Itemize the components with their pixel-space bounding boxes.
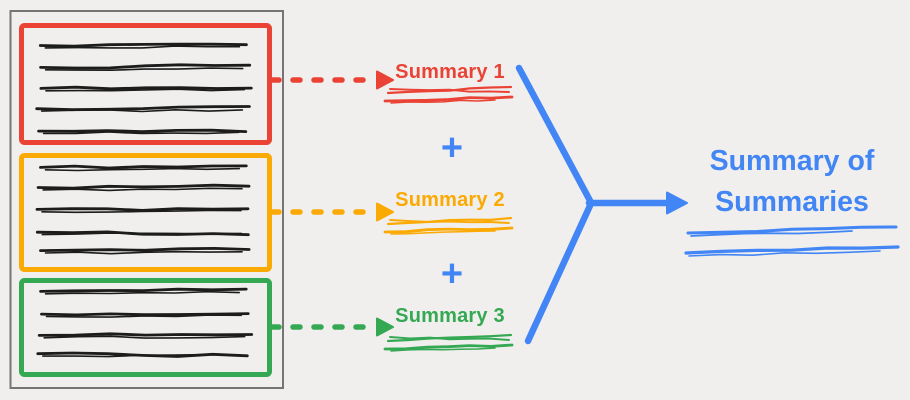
- document-box-green: [19, 278, 272, 377]
- scribble-stroke: [389, 88, 510, 93]
- scribble-stroke: [389, 336, 510, 341]
- scribble-stroke: [686, 225, 898, 235]
- scribble-stroke: [45, 314, 242, 318]
- scribble-stroke: [390, 230, 496, 235]
- result-underline-scribble: [684, 225, 900, 257]
- document-boxes: [19, 23, 272, 377]
- dashed-summary-arrows: [269, 70, 394, 337]
- scribble-stroke: [44, 167, 241, 172]
- scribble-stroke: [44, 250, 243, 255]
- scribble-stroke: [37, 128, 248, 133]
- source-documents-container-box: [9, 10, 284, 389]
- summary-underline-scribble-2: [383, 216, 514, 235]
- merge-line-bottom: [524, 200, 595, 345]
- summary-underline-scribble-3: [383, 333, 514, 352]
- scribble-stroke: [386, 85, 513, 95]
- dashed-arrow-red: [269, 70, 394, 90]
- scribble-stroke: [41, 232, 243, 236]
- summary-underline-scribble-1: [383, 85, 514, 104]
- scribble-stroke: [40, 312, 250, 317]
- arrowhead: [376, 317, 394, 337]
- merge-connector: [515, 64, 688, 345]
- scribble-stroke: [690, 230, 853, 237]
- document-box-red: [19, 23, 272, 145]
- summary-2-label: Summary 2: [395, 189, 505, 211]
- scribble-stroke: [40, 109, 244, 113]
- arrowhead: [376, 70, 394, 90]
- document-border-red: [19, 23, 272, 145]
- scribble-stroke: [684, 245, 900, 255]
- summary-3-label: Summary 3: [395, 305, 505, 327]
- scribble-stroke: [42, 131, 240, 135]
- scribble-stroke: [44, 290, 240, 295]
- scribble-stroke: [42, 353, 242, 358]
- scribble-stroke: [39, 287, 248, 293]
- scribble-stroke: [383, 343, 514, 351]
- plus-sign-1: +: [440, 127, 464, 169]
- merge-line-top: [515, 64, 595, 206]
- arrowhead: [376, 202, 394, 222]
- scribble-stroke: [41, 209, 242, 214]
- scribble-stroke: [39, 164, 248, 170]
- scribble-stroke: [390, 347, 496, 352]
- scribble-stroke: [39, 63, 252, 70]
- scribble-stroke: [43, 335, 246, 339]
- scribble-stroke: [35, 105, 251, 112]
- dashed-arrow-green: [269, 317, 394, 337]
- summary-scribbles: [383, 85, 514, 352]
- scribble-stroke: [44, 45, 241, 49]
- scribble-stroke: [389, 219, 510, 224]
- plus-sign-2: +: [440, 253, 464, 295]
- handwritten-text-lines: [35, 164, 251, 255]
- scribble-stroke: [42, 187, 243, 192]
- summary-1-label: Summary 1: [395, 61, 505, 83]
- scribble-stroke: [39, 85, 253, 91]
- handwritten-text-lines: [35, 42, 253, 135]
- scribble-stroke: [39, 247, 251, 252]
- dashed-arrow-orange: [269, 202, 394, 222]
- scribble-stroke: [688, 250, 881, 257]
- document-border-green: [19, 278, 272, 377]
- scribble-stroke: [45, 88, 246, 92]
- scribble-stroke: [383, 95, 514, 103]
- result-label: Summary of Summaries: [709, 145, 875, 218]
- scribble-stroke: [386, 333, 513, 343]
- scribble-stroke: [36, 183, 251, 190]
- scribble-stroke: [383, 226, 514, 234]
- scribble-stroke: [35, 207, 250, 212]
- arrowhead: [666, 191, 688, 215]
- document-box-orange: [19, 153, 272, 272]
- scribble-stroke: [44, 67, 244, 71]
- scribble-stroke: [38, 42, 248, 48]
- scribble-stroke: [37, 332, 254, 337]
- scribble-stroke: [386, 216, 513, 226]
- handwritten-text-lines: [36, 287, 254, 358]
- scribble-stroke: [390, 99, 496, 104]
